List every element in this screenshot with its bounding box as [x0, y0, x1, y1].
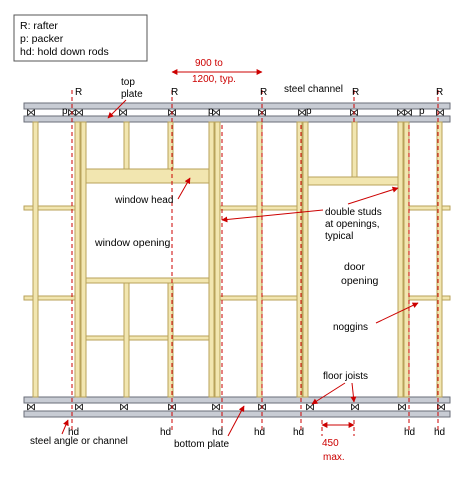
top-plate [23, 115, 451, 123]
packer-label: p [62, 106, 68, 117]
double-studs-label-1: double studs [325, 207, 382, 218]
legend-rafter: R: rafter [20, 20, 58, 32]
rafter-label: R [436, 87, 443, 98]
hd-label: hd [68, 427, 79, 438]
noggins-label: noggins [333, 322, 368, 333]
top-plate-label-2: plate [121, 89, 143, 100]
window-head-beam [85, 168, 210, 184]
floor-joists-callout: floor joists [311, 371, 368, 405]
top-blocking [27, 109, 444, 116]
rafter-label: R [260, 87, 267, 98]
max-label-2: max. [323, 452, 345, 463]
window-head-callout: window head [114, 177, 191, 206]
door-head-beam [307, 176, 399, 186]
rafter-label: R [352, 87, 359, 98]
double-studs-callout: double studs at openings, typical [221, 186, 399, 242]
rafter-label: R [171, 87, 178, 98]
steel-channel-callout: steel channel [284, 84, 343, 95]
window-sill [85, 277, 210, 284]
door-opening-label-1: door [344, 261, 366, 273]
studs [32, 121, 443, 398]
floor-joist-blocks [27, 403, 445, 411]
bottom-plate-callout: bottom plate [174, 405, 245, 450]
packer-label: p [419, 106, 425, 117]
packer-labels: p p p p [62, 106, 425, 117]
hd-label: hd [434, 427, 445, 438]
spacing-label-1: 900 to [195, 58, 223, 69]
max-label-1: 450 [322, 438, 339, 449]
bottom-plate-label: bottom plate [174, 439, 229, 450]
bottom-plate [23, 396, 451, 404]
hd-label: hd [160, 427, 171, 438]
window-opening-label: window opening [94, 237, 170, 249]
noggins-callout: noggins [333, 302, 419, 333]
hd-label: hd [254, 427, 265, 438]
steel-angle-bottom [23, 410, 451, 418]
rafter-label: R [75, 87, 82, 98]
top-plate-callout: top plate [107, 77, 143, 119]
legend-hold-down: hd: hold down rods [20, 46, 109, 58]
packer-label: p [208, 106, 214, 117]
hd-label: hd [293, 427, 304, 438]
headers [85, 168, 399, 284]
max-spacing-dimension: 450 max. [321, 422, 355, 463]
spacing-dimension: 900 to 1200, typ. [171, 58, 263, 85]
noggins-group [23, 205, 451, 341]
door-opening-label-2: opening [341, 275, 379, 287]
double-studs-label-2: at openings, [325, 219, 380, 230]
window-head-label: window head [114, 195, 173, 206]
door-opening-callout: door opening [341, 261, 379, 287]
steel-angle-label: steel angle or channel [30, 436, 128, 447]
legend-packer: p: packer [20, 33, 64, 45]
top-plate-label-1: top [121, 77, 135, 88]
floor-joists-label: floor joists [323, 371, 368, 382]
steel-channel-top [23, 102, 451, 110]
rafter-labels: R R R R R [75, 87, 443, 98]
steel-channel-label: steel channel [284, 84, 343, 95]
legend: R: rafter p: packer hd: hold down rods [13, 14, 148, 62]
spacing-label-2: 1200, typ. [192, 74, 236, 85]
packer-label: p [306, 106, 312, 117]
hold-down-labels: hd hd hd hd hd hd hd [68, 427, 445, 438]
hd-label: hd [404, 427, 415, 438]
steel-angle-callout: steel angle or channel [30, 419, 128, 447]
hd-label: hd [212, 427, 223, 438]
double-studs-label-3: typical [325, 231, 353, 242]
